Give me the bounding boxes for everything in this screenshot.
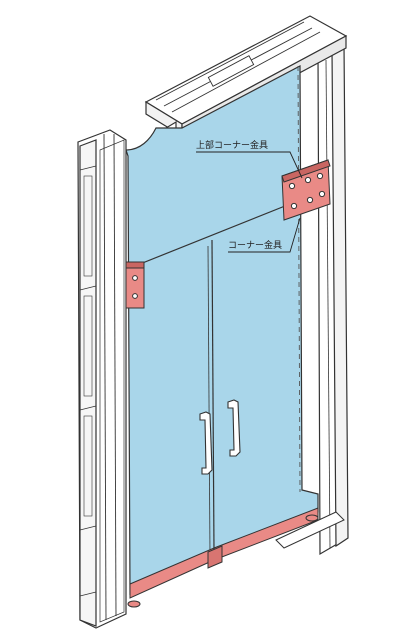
right-floor-pivot [305,514,319,522]
left-corner-fitting [125,261,145,309]
left-frame [77,129,127,629]
callout-leaders [196,151,303,253]
bottom-rail [127,507,319,608]
left-door-handle[interactable] [199,411,213,475]
floor-plate [275,511,345,549]
right-door-handle[interactable] [227,399,241,457]
label-corner-fitting: コーナー金具 [228,239,282,251]
transom-line [129,199,301,269]
upper-corner-fitting [281,159,331,221]
left-floor-pivot [127,600,141,608]
door-handles [199,399,241,475]
right-frame [317,43,349,556]
door-center-line [211,239,215,553]
label-upper-corner-fitting: 上部コーナー金具 [196,139,268,151]
hidden-edge-dashed [297,65,301,493]
